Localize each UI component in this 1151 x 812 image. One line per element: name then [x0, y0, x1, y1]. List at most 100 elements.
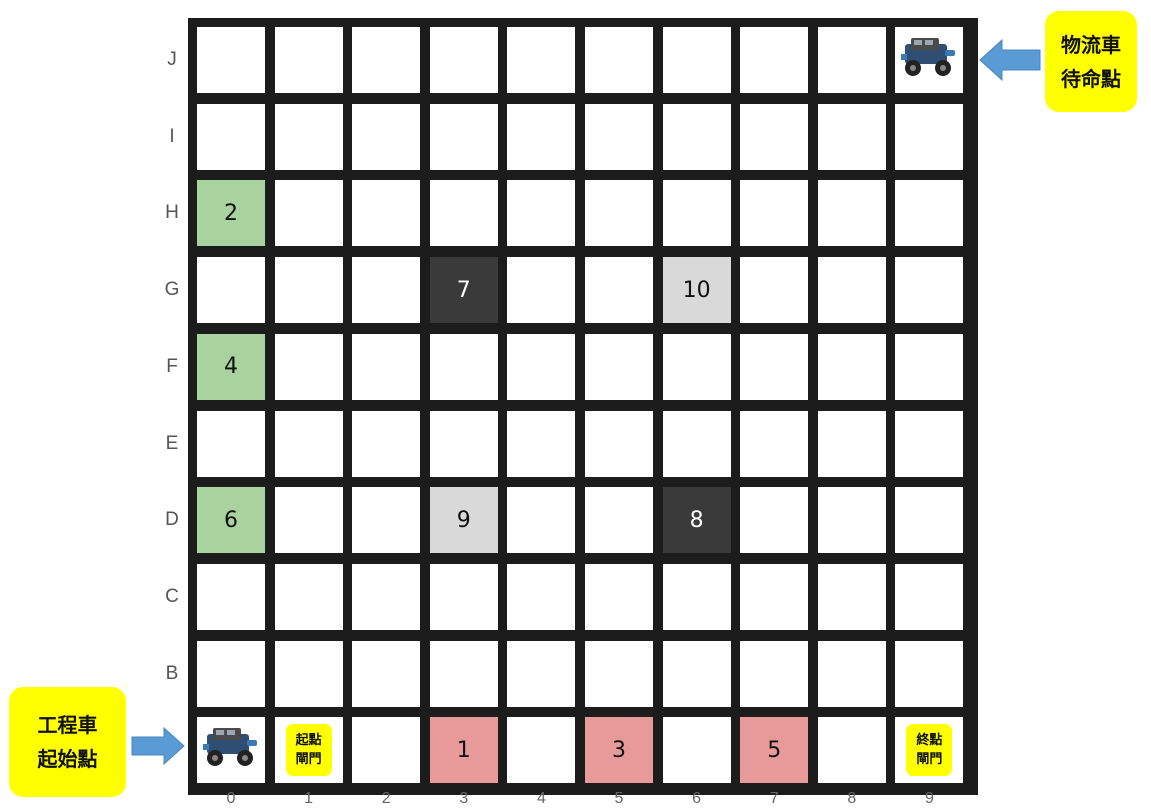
grid-cell [352, 641, 420, 707]
grid-cell [585, 641, 653, 707]
grid-cell [507, 257, 575, 323]
engineering-start-callout: 工程車 起始點 [9, 687, 126, 797]
cell-number: 5 [767, 738, 781, 763]
gate-tag-line2: 閘門 [916, 750, 942, 769]
grid-cell [740, 564, 808, 630]
grid-cell [197, 411, 265, 477]
grid-cell [507, 180, 575, 246]
numbered-cell: 7 [430, 257, 498, 323]
column-label: 4 [526, 790, 556, 808]
row-label: C [160, 586, 184, 608]
grid-cell [275, 27, 343, 93]
grid-cell [818, 27, 886, 93]
grid-cell [895, 104, 963, 170]
grid-cell [430, 27, 498, 93]
robot-car-icon [201, 724, 261, 776]
grid-cell [585, 27, 653, 93]
grid-cell [740, 27, 808, 93]
grid-cell [507, 334, 575, 400]
grid-cell [585, 104, 653, 170]
grid-cell [352, 487, 420, 553]
grid-cell [818, 257, 886, 323]
gate-cell: 起點閘門 [275, 717, 343, 783]
grid-cell [663, 334, 731, 400]
grid-cell [818, 180, 886, 246]
grid-cell [352, 104, 420, 170]
grid-cell [430, 641, 498, 707]
grid-cell [663, 641, 731, 707]
cell-number: 8 [690, 508, 704, 533]
grid-cell [663, 104, 731, 170]
right-arrow-icon [130, 726, 186, 766]
column-label: 8 [837, 790, 867, 808]
grid-cell [818, 641, 886, 707]
grid-cell [275, 104, 343, 170]
grid-cell [275, 334, 343, 400]
grid-cell [740, 334, 808, 400]
numbered-cell: 1 [430, 717, 498, 783]
grid-cell [507, 104, 575, 170]
grid-cell [430, 104, 498, 170]
grid-cell [430, 180, 498, 246]
grid-cell [585, 487, 653, 553]
grid-cell [430, 411, 498, 477]
grid-cell [818, 411, 886, 477]
gate-tag-line2: 閘門 [296, 750, 322, 769]
numbered-cell: 9 [430, 487, 498, 553]
numbered-cell: 2 [197, 180, 265, 246]
numbered-cell: 10 [663, 257, 731, 323]
logistics-callout-line2: 待命點 [1061, 62, 1121, 96]
grid-cell [275, 564, 343, 630]
row-label: B [160, 663, 184, 685]
robot-car-icon [899, 34, 959, 86]
grid-cell [585, 334, 653, 400]
row-label: E [160, 433, 184, 455]
grid-cell [352, 27, 420, 93]
grid-cell [895, 180, 963, 246]
gate-tag-line1: 終點 [916, 731, 942, 750]
grid-cell [663, 27, 731, 93]
grid-cell [197, 641, 265, 707]
grid-cell [197, 104, 265, 170]
grid-cell [197, 27, 265, 93]
grid-cell [507, 27, 575, 93]
grid-cell [275, 180, 343, 246]
grid-cell [895, 564, 963, 630]
grid-cell [507, 487, 575, 553]
grid-cell [895, 641, 963, 707]
numbered-cell: 3 [585, 717, 653, 783]
grid-cell [352, 717, 420, 783]
row-label: I [160, 126, 184, 148]
cell-number: 3 [612, 738, 626, 763]
cell-number: 2 [224, 201, 238, 226]
grid-cell [352, 334, 420, 400]
left-arrow-icon [978, 38, 1042, 82]
grid-cell [197, 564, 265, 630]
grid-cell [895, 334, 963, 400]
grid-cell [585, 180, 653, 246]
engineering-callout-line1: 工程車 [38, 708, 98, 742]
grid-cell [275, 411, 343, 477]
robot-cell [197, 717, 265, 783]
gate-tag: 起點閘門 [286, 724, 332, 776]
grid-cell [818, 487, 886, 553]
row-label: H [160, 202, 184, 224]
row-label: G [160, 279, 184, 301]
logistics-standby-callout: 物流車 待命點 [1045, 11, 1137, 112]
grid-cell [585, 564, 653, 630]
grid-cell [352, 180, 420, 246]
grid-cell [275, 257, 343, 323]
grid-cell [663, 411, 731, 477]
cell-number: 4 [224, 354, 238, 379]
grid-cell [740, 257, 808, 323]
gate-tag: 終點閘門 [906, 724, 952, 776]
numbered-cell: 8 [663, 487, 731, 553]
column-label: 3 [449, 790, 479, 808]
grid-cell [895, 257, 963, 323]
grid-cell [663, 180, 731, 246]
column-label: 2 [371, 790, 401, 808]
row-label: F [160, 356, 184, 378]
column-label: 0 [216, 790, 246, 808]
grid-cell [818, 104, 886, 170]
